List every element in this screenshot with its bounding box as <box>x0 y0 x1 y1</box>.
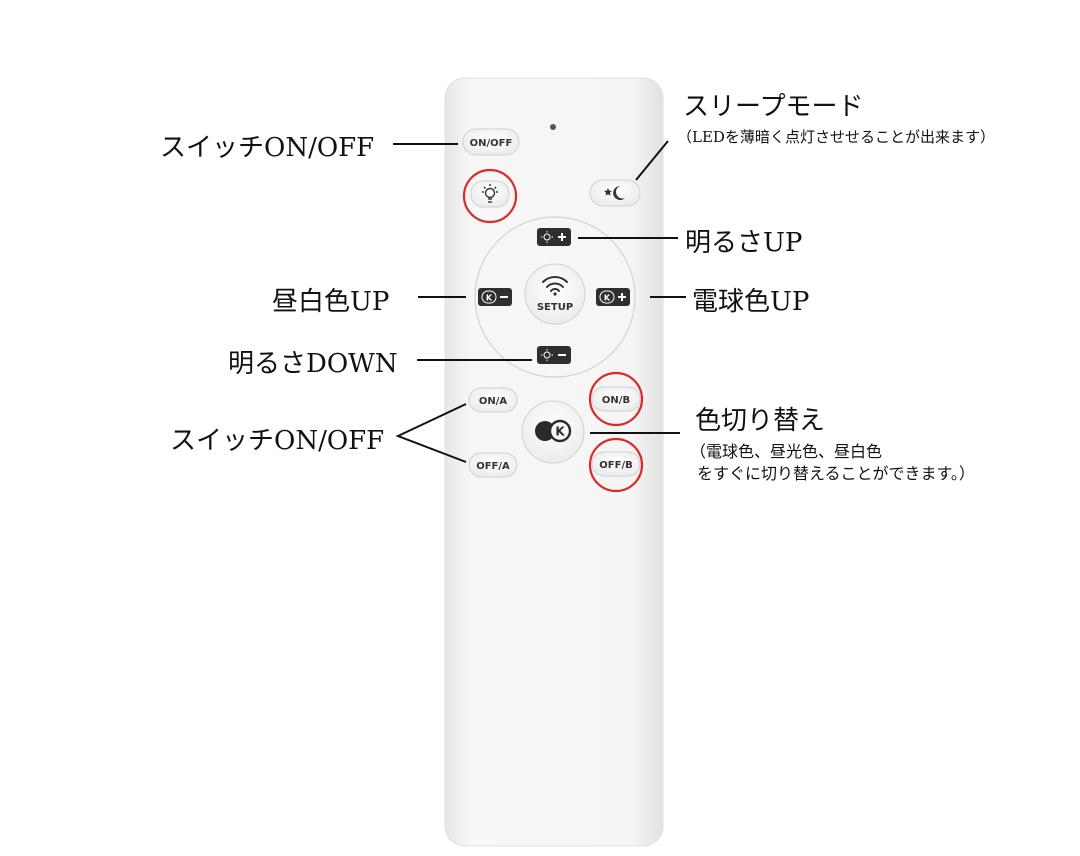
label-color-switch: 色切り替え <box>695 406 826 436</box>
on-b-label: ON/B <box>602 395 630 406</box>
on-a-button[interactable]: ON/A <box>468 387 518 413</box>
neutral-white-up-button[interactable]: K <box>478 288 512 306</box>
wifi-icon <box>542 276 568 292</box>
off-a-button[interactable]: OFF/A <box>468 452 518 478</box>
off-b-label: OFF/B <box>599 460 632 471</box>
highlight-circle-night-light <box>462 168 518 224</box>
on-b-button[interactable]: ON/B <box>591 386 641 412</box>
label-switch-ab: スイッチON/OFF <box>170 426 385 456</box>
highlight-circle-on-b <box>588 371 644 427</box>
off-b-button[interactable]: OFF/B <box>591 451 641 477</box>
on-a-label: ON/A <box>479 396 508 407</box>
sun-icon <box>541 231 553 243</box>
label-warm-color-up: 電球色UP <box>692 287 810 317</box>
highlight-circle-off-b <box>588 437 644 493</box>
label-color-switch-note-1: （電球色、昼光色、昼白色 <box>690 442 883 461</box>
label-color-switch-note-2: をすぐに切り替えることができます。） <box>697 464 975 483</box>
label-brightness-up: 明るさUP <box>685 228 803 258</box>
label-switch-power: スイッチON/OFF <box>160 133 375 163</box>
plus-icon <box>558 233 566 241</box>
sleep-mode-button[interactable] <box>589 179 641 207</box>
svg-text:K: K <box>555 425 565 439</box>
night-light-button[interactable] <box>470 180 510 208</box>
sun-icon <box>541 349 553 361</box>
setup-label: SETUP <box>537 302 573 313</box>
brightness-up-button[interactable] <box>537 228 571 246</box>
off-a-label: OFF/A <box>476 461 510 472</box>
moon-star-icon <box>604 186 625 200</box>
label-sleep-mode: スリープモード <box>683 92 864 122</box>
svg-text:K: K <box>486 294 493 303</box>
bulb-icon <box>482 184 498 203</box>
svg-text:K: K <box>604 294 611 303</box>
brightness-down-button[interactable] <box>537 346 571 364</box>
label-neutral-white-up: 昼白色UP <box>272 287 390 317</box>
setup-button[interactable]: SETUP <box>524 263 586 325</box>
ir-emitter <box>550 124 556 130</box>
color-switch-button[interactable]: K <box>521 400 585 464</box>
power-button-label: ON/OFF <box>470 138 513 149</box>
leader-lines <box>393 140 686 463</box>
plus-icon <box>618 293 626 301</box>
warm-color-up-button[interactable]: K <box>596 288 630 306</box>
label-brightness-down: 明るさDOWN <box>228 349 398 379</box>
power-button[interactable]: ON/OFF <box>462 128 520 156</box>
label-sleep-mode-note: （LEDを薄暗く点灯させせることが出来ます） <box>677 128 995 146</box>
